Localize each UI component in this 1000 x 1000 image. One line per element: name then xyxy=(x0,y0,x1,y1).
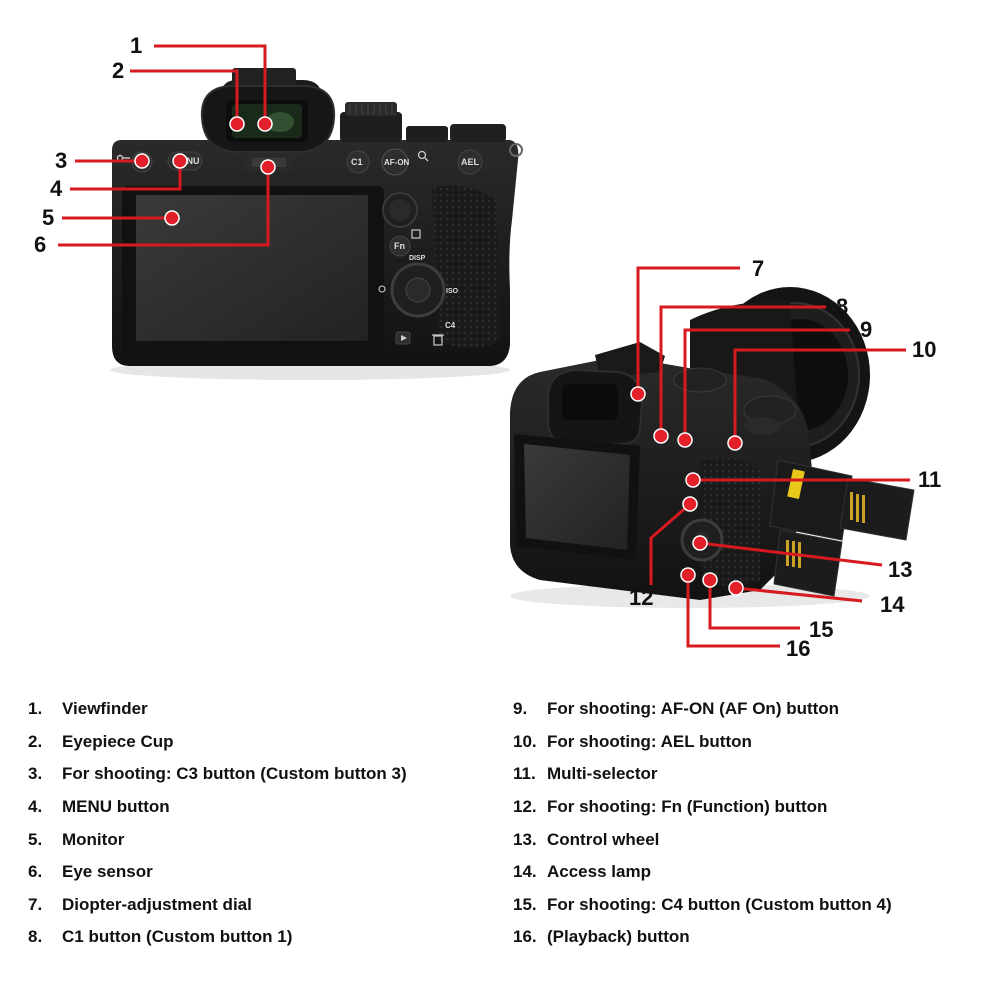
legend-label: Viewfinder xyxy=(62,699,148,719)
legend-number: 12. xyxy=(513,797,537,817)
callout-number: 8 xyxy=(836,294,848,319)
legend-item: 11. Multi-selector xyxy=(513,758,973,791)
callout-number: 14 xyxy=(880,592,905,617)
legend-item: 8. C1 button (Custom button 1) xyxy=(28,921,488,954)
callout-number: 9 xyxy=(860,317,872,342)
callout-number: 10 xyxy=(912,337,936,362)
legend-label: For shooting: Fn (Function) button xyxy=(547,797,828,817)
legend-label: (Playback) button xyxy=(547,927,690,947)
legend-item: 16. (Playback) button xyxy=(513,921,973,954)
c1-text: C1 xyxy=(351,157,363,167)
legend-item: 14. Access lamp xyxy=(513,856,973,889)
legend-number: 5. xyxy=(28,829,43,849)
legend-label: Eyepiece Cup xyxy=(62,731,174,751)
legend-label: Monitor xyxy=(62,829,125,849)
callout-number: 16 xyxy=(786,636,810,661)
legend-item: 1. Viewfinder xyxy=(28,693,488,726)
camera-angled-view xyxy=(510,287,915,608)
legend-item: 10. For shooting: AEL button xyxy=(513,726,973,759)
legend-item: 9. For shooting: AF-ON (AF On) button xyxy=(513,693,973,726)
legend-item: 4. MENU button xyxy=(28,791,488,824)
af-on-text: AF-ON xyxy=(384,158,410,167)
legend-label: Control wheel xyxy=(547,829,660,849)
legend-number: 11. xyxy=(513,764,536,784)
disp-text: DISP xyxy=(409,255,426,262)
timer-icon xyxy=(378,285,386,293)
legend-number: 14. xyxy=(513,862,537,882)
af-on-button xyxy=(381,148,409,176)
c4-text: C4 xyxy=(445,321,456,330)
legend-label: Eye sensor xyxy=(62,862,153,882)
iso-text: ISO xyxy=(446,288,459,295)
callout-number: 7 xyxy=(752,256,764,281)
trash-icon xyxy=(432,334,444,346)
legend-number: 9. xyxy=(513,699,528,719)
callout-number: 11 xyxy=(918,467,941,492)
callout-dots xyxy=(134,116,744,596)
legend-label: For shooting: AF-ON (AF On) button xyxy=(547,699,840,719)
callout-number: 15 xyxy=(809,617,833,642)
legend-label: Diopter-adjustment dial xyxy=(62,894,252,914)
callout-number: 2 xyxy=(112,58,124,83)
callout-number: 13 xyxy=(888,557,912,582)
legend-item: 15. For shooting: C4 button (Custom butto… xyxy=(513,889,973,922)
legend-number: 7. xyxy=(28,894,43,914)
legend-item: 2. Eyepiece Cup xyxy=(28,726,488,759)
c1-button xyxy=(346,150,370,174)
legend-number: 6. xyxy=(28,862,43,882)
monitor-screen-angled xyxy=(524,444,630,550)
legend-label: For shooting: C4 button (Custom button 4… xyxy=(547,894,892,914)
ael-text: AEL xyxy=(461,157,480,167)
callout-number: 4 xyxy=(50,176,63,201)
playback-icon xyxy=(401,335,407,341)
legend-label: For shooting: C3 button (Custom button 3… xyxy=(62,764,407,784)
callout-number: 6 xyxy=(34,232,46,257)
legend-number: 2. xyxy=(28,731,43,751)
fn-text: Fn xyxy=(394,241,405,251)
camera-diagram: C3 MENU C1 AF-ON AEL Fn DISP xyxy=(34,33,941,661)
zoom-icon xyxy=(417,150,429,162)
legend-label: MENU button xyxy=(62,797,170,817)
legend-item: 12. For shooting: Fn (Function) button xyxy=(513,791,973,824)
legend-label: C1 button (Custom button 1) xyxy=(62,927,293,947)
leader-lines xyxy=(58,44,910,648)
legend-item: 7. Diopter-adjustment dial xyxy=(28,889,488,922)
legend-right-column: 9. For shooting: AF-ON (AF On) button 10. F… xyxy=(513,693,973,954)
legend-label: For shooting: AEL button xyxy=(547,731,752,751)
legend-label: Multi-selector xyxy=(547,764,658,784)
legend-item: 13. Control wheel xyxy=(513,823,973,856)
legend-number: 10. xyxy=(513,731,537,751)
legend-number: 3. xyxy=(28,764,43,784)
ael-button xyxy=(457,149,483,175)
legend-left-column: 1. Viewfinder 2. Eyepiece Cup 3. For shooting… xyxy=(28,693,488,954)
legend-number: 8. xyxy=(28,927,43,947)
callout-number: 3 xyxy=(55,148,67,173)
legend-item: 3. For shooting: C3 button (Custom button… xyxy=(28,758,488,791)
callout-number: 12 xyxy=(629,585,653,610)
legend-number: 1. xyxy=(28,699,43,719)
legend-number: 16. xyxy=(513,927,537,947)
input-icon xyxy=(411,229,421,239)
callout-number: 1 xyxy=(130,33,142,58)
legend-number: 4. xyxy=(28,797,43,817)
fn-button xyxy=(389,235,411,257)
legend-number: 15. xyxy=(513,894,537,914)
callout-number: 5 xyxy=(42,205,54,230)
legend-label: Access lamp xyxy=(547,862,651,882)
callout-numbers: 1 2 3 4 5 6 7 8 9 10 11 12 13 14 15 16 xyxy=(34,33,941,661)
legend-item: 5. Monitor xyxy=(28,823,488,856)
legend-item: 6. Eye sensor xyxy=(28,856,488,889)
legend-number: 13. xyxy=(513,829,537,849)
